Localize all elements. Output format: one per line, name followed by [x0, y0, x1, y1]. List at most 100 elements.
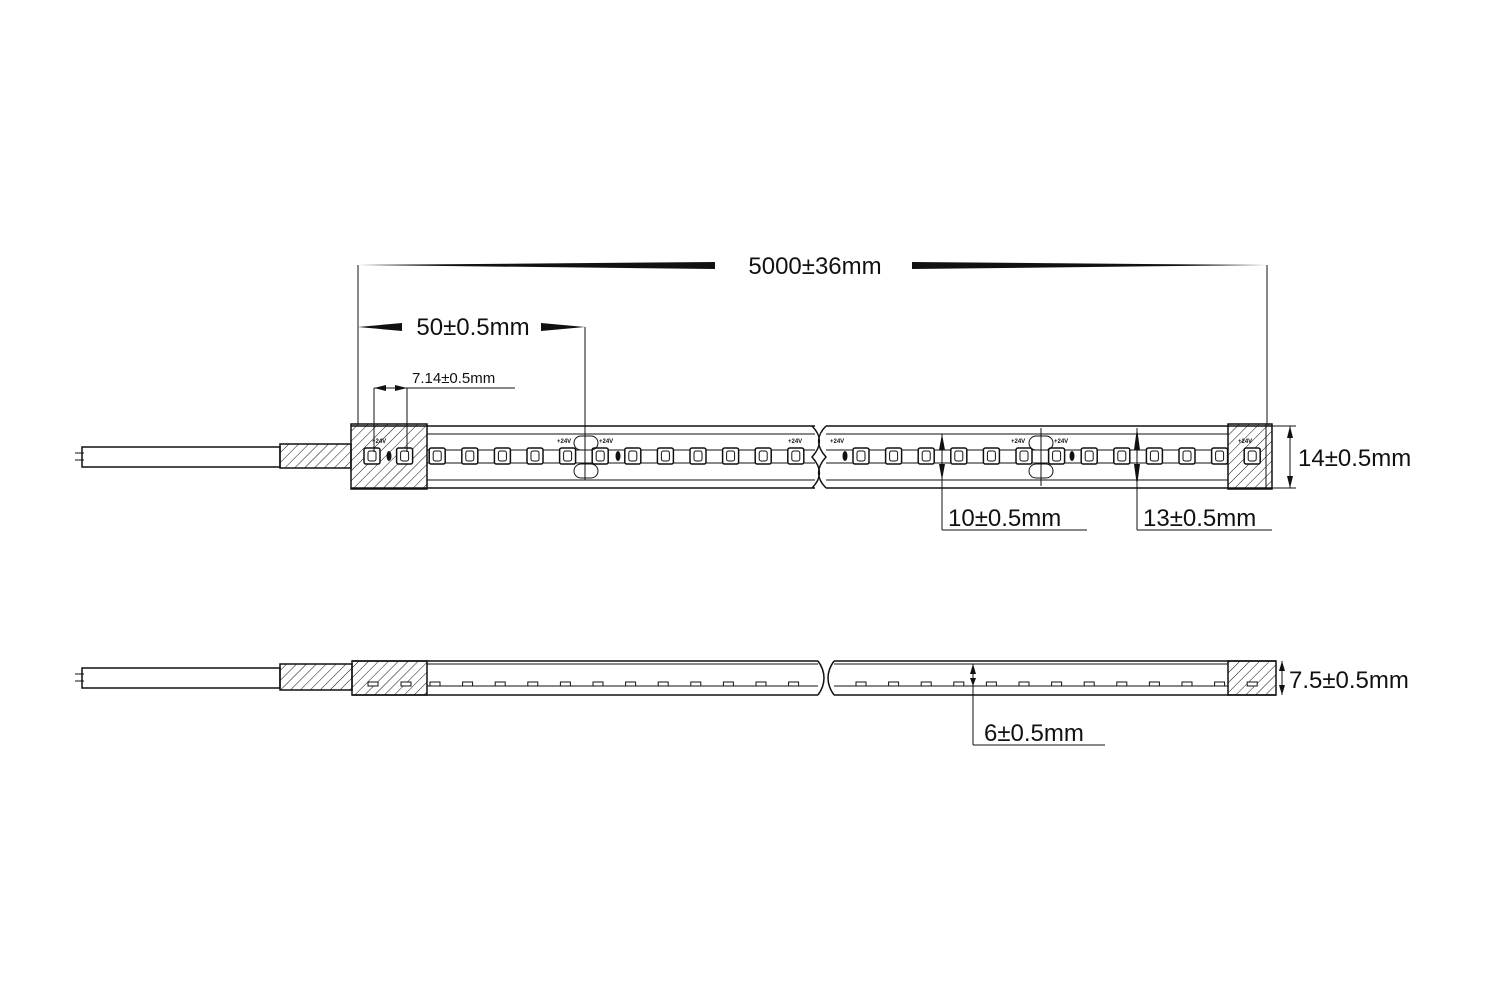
led-chip-lens [1247, 450, 1257, 462]
led-chip [624, 447, 642, 465]
led-chip-lens [660, 450, 670, 462]
led-chip [1015, 447, 1033, 465]
led-chip-lens [986, 450, 996, 462]
led-chip-lens [1149, 450, 1159, 462]
led-chip [1210, 447, 1229, 465]
led-chip-side [722, 681, 734, 687]
led-chip [917, 447, 935, 465]
led-chip-lens [563, 450, 573, 462]
led-chip-side [1181, 681, 1193, 687]
led-chip [1113, 447, 1131, 465]
led-chip-lens [628, 450, 638, 462]
top-led-row [363, 447, 1261, 465]
led-chip-side [592, 681, 604, 687]
led-chip-side [400, 681, 412, 687]
led-chip-side [1246, 681, 1258, 687]
led-chip-lens [367, 450, 377, 462]
height-label: 7.5±0.5mm [1289, 667, 1409, 694]
led-chip-lens [889, 450, 899, 462]
end-cap-left [351, 660, 428, 696]
led-chip-lens [465, 450, 475, 462]
pad-label: +24V [830, 439, 844, 445]
led-chip-side [367, 681, 379, 687]
led-chip [656, 447, 675, 465]
dimension-pcb-width: 10±0.5mm [939, 434, 1087, 532]
side-body-right [827, 660, 1276, 696]
led-chip-side [1051, 681, 1063, 687]
led-chip [884, 447, 903, 465]
led-chip [852, 447, 870, 465]
cable [75, 446, 281, 468]
led-chip-side [755, 681, 767, 687]
led-chip-side [920, 681, 932, 687]
led-chip-lens [1117, 450, 1127, 462]
led-chip-side [429, 681, 441, 687]
led-chip-side [1214, 681, 1226, 687]
overall-length-label: 5000±36mm [748, 253, 881, 280]
side-view: 7.5±0.5mm 6±0.5mm [75, 660, 1409, 747]
led-pitch-label: 7.14±0.5mm [412, 370, 495, 387]
pad-label: +24V [1238, 439, 1252, 445]
led-chip [1145, 447, 1164, 465]
led-chip [461, 447, 479, 465]
heat-shrink-sleeve [279, 663, 353, 691]
dimension-cut-length: 50±0.5mm [358, 314, 586, 480]
led-chip [493, 447, 512, 465]
side-led-row [367, 681, 1258, 687]
resistor [386, 451, 392, 461]
pad-label: +24V [372, 439, 386, 445]
led-chip [950, 447, 968, 465]
led-chip-lens [758, 450, 768, 462]
led-chip [558, 447, 577, 465]
dimension-overall-length: 5000±36mm [357, 253, 1268, 424]
led-chip [395, 447, 414, 465]
pad-label: +24V [788, 439, 802, 445]
led-chip-lens [595, 450, 605, 462]
pad-label: +24V [557, 439, 571, 445]
led-chip-side [1148, 681, 1160, 687]
led-chip-side [559, 681, 571, 687]
led-chip-lens [400, 450, 410, 462]
pad-label: +24V [599, 439, 613, 445]
led-chip [721, 447, 740, 465]
led-chip-side [1116, 681, 1128, 687]
led-chip-lens [1182, 450, 1192, 462]
inner-width-label: 13±0.5mm [1143, 505, 1256, 532]
led-chip-side [690, 681, 702, 687]
cut-pad: +24V +24V +24V +24V +24V +24V +24V +24V [372, 428, 1252, 486]
led-chip-lens [693, 450, 703, 462]
led-chip-lens [530, 450, 540, 462]
resistor [842, 451, 848, 461]
led-chip-lens [921, 450, 931, 462]
pcb-width-label: 10±0.5mm [948, 505, 1061, 532]
led-chip-side [527, 681, 539, 687]
dimension-led-pitch: 7.14±0.5mm [373, 370, 515, 452]
end-cap-right [1227, 660, 1277, 696]
led-chip [1080, 447, 1098, 465]
dimension-height: 7.5±0.5mm [1279, 661, 1409, 695]
led-chip-side [494, 681, 506, 687]
led-chip [591, 447, 609, 465]
led-chip-lens [432, 450, 442, 462]
led-chip [363, 447, 381, 465]
led-chip-side [953, 681, 965, 687]
led-chip-lens [1019, 450, 1029, 462]
led-chip-lens [1052, 450, 1062, 462]
cable [75, 667, 281, 689]
led-chip-side [1083, 681, 1095, 687]
strip-body-left [351, 425, 821, 489]
led-chip-side [855, 681, 867, 687]
led-chip-lens [726, 450, 736, 462]
dimension-pcb-height: 6±0.5mm [970, 664, 1105, 747]
led-chip [689, 447, 707, 465]
led-chip [1178, 447, 1196, 465]
led-chip [754, 447, 772, 465]
led-chip-side [788, 681, 800, 687]
led-chip-side [985, 681, 997, 687]
resistor [1069, 451, 1075, 461]
heat-shrink-sleeve [279, 443, 352, 469]
led-chip [787, 447, 805, 465]
led-chip-lens [791, 450, 801, 462]
led-chip-lens [856, 450, 866, 462]
